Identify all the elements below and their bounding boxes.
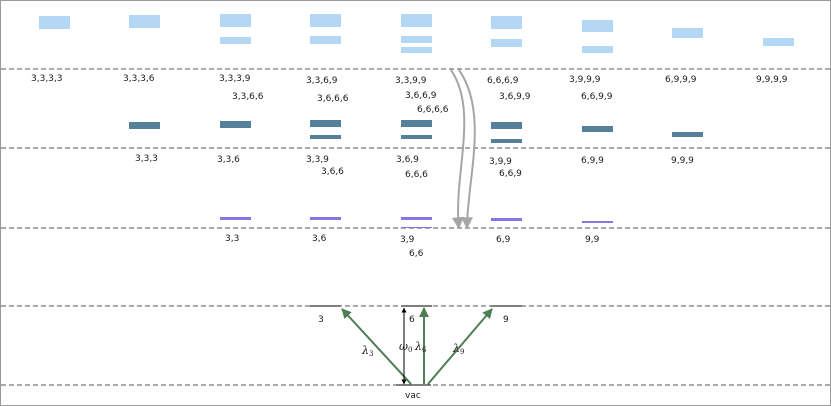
state-label: 3,3,6,9	[306, 76, 338, 86]
state-label: 3,3,3,3	[31, 74, 63, 84]
state-label: 3,6,6	[321, 167, 344, 177]
level-4-bar	[401, 47, 432, 53]
state-label: 3,9	[400, 235, 415, 245]
level-2-bars	[220, 217, 613, 228]
level-2-bar	[401, 227, 432, 228]
lambda-3-label: λ3	[361, 344, 373, 358]
level-4-bar	[220, 14, 251, 27]
level-4-bar	[491, 16, 522, 29]
state-label: 9,9	[585, 235, 600, 245]
state-label: 3,3	[225, 234, 239, 244]
state-label: 3,3,6	[217, 155, 240, 165]
state-label: 3,6,6,9	[405, 91, 437, 101]
level-4-bar	[582, 46, 613, 53]
vacuum-label: vac	[405, 391, 421, 401]
level-4-bar	[39, 16, 70, 29]
state-label: 3,3,3,9	[219, 74, 251, 84]
level-4-bars	[39, 14, 794, 53]
state-label: 3,3,6,6	[232, 92, 264, 102]
state-label: 3,3,3	[135, 154, 158, 164]
lambda-9-label: λ9	[452, 342, 464, 356]
level-4-bar	[491, 39, 522, 47]
state-label: 3,9,9	[489, 157, 512, 167]
level-3-bar	[401, 135, 432, 139]
level-4-bar	[582, 20, 613, 32]
state-label: 6,9	[496, 235, 511, 245]
level-4-bar	[401, 14, 432, 27]
lambda-9-arrow	[427, 308, 493, 385]
state-label: 3,3,3,6	[123, 74, 155, 84]
level-2-bar	[220, 217, 251, 220]
lambda-6-label: λ6	[414, 340, 427, 354]
state-label: 6,6,6,6	[417, 105, 449, 115]
state-label: 6	[409, 315, 415, 325]
level-3-bars	[129, 120, 703, 143]
level-1-labels: 3 6 9	[318, 315, 509, 325]
level-3-bar	[491, 122, 522, 129]
level-3-bar	[220, 121, 251, 128]
level-4-bar	[129, 15, 160, 28]
level-4-bar	[220, 37, 251, 44]
level-4-bar	[310, 36, 341, 44]
level-2-bar	[491, 218, 522, 221]
level-3-bar	[310, 135, 341, 139]
state-label: 3,3,9	[306, 155, 329, 165]
relaxation-curve-arrow	[458, 69, 476, 230]
state-label: 6,6	[409, 249, 424, 259]
state-label: 6,6,6	[405, 170, 428, 180]
state-label: 6,9,9,9	[665, 75, 697, 85]
state-label: 3,6	[312, 234, 327, 244]
level-2-bar	[401, 217, 432, 220]
level-4-bar	[401, 36, 432, 43]
level-2-bar	[310, 217, 341, 220]
state-label: 6,6,9	[499, 169, 522, 179]
level-2-labels: 3,3 3,6 3,9 6,6 6,9 9,9	[225, 234, 600, 259]
state-label: 6,6,6,9	[487, 76, 519, 86]
level-3-bar	[310, 120, 341, 127]
level-3-bar	[491, 139, 522, 143]
level-4-labels: 3,3,3,3 3,3,3,6 3,3,3,9 3,3,6,6 3,3,6,9 …	[31, 74, 788, 115]
state-label: 6,6,9,9	[581, 92, 613, 102]
state-label: 3	[318, 315, 324, 325]
level-3-bar	[672, 132, 703, 137]
level-3-labels: 3,3,3 3,3,6 3,3,9 3,6,6 3,6,9 6,6,6 3,9,…	[135, 154, 694, 180]
omega-0-label: ω0	[399, 340, 412, 354]
level-4-bar	[763, 38, 794, 46]
level-3-bar	[582, 126, 613, 132]
level-4-bar	[672, 28, 703, 38]
state-label: 9	[503, 315, 509, 325]
level-3-bar	[129, 122, 160, 129]
state-label: 3,6,9	[396, 155, 419, 165]
state-label: 9,9,9	[671, 156, 694, 166]
level-3-bar	[401, 120, 432, 127]
lambda-3-arrow	[341, 308, 412, 385]
level-4-bar	[310, 14, 341, 27]
relaxation-curve-arrow	[450, 69, 466, 230]
state-label: 3,6,9,9	[499, 92, 531, 102]
state-label: 9,9,9,9	[756, 75, 788, 85]
state-label: 3,3,9,9	[395, 76, 427, 86]
state-label: 6,9,9	[581, 156, 604, 166]
level-2-bar	[582, 221, 613, 223]
state-label: 3,6,6,6	[317, 94, 349, 104]
state-label: 3,9,9,9	[569, 75, 601, 85]
